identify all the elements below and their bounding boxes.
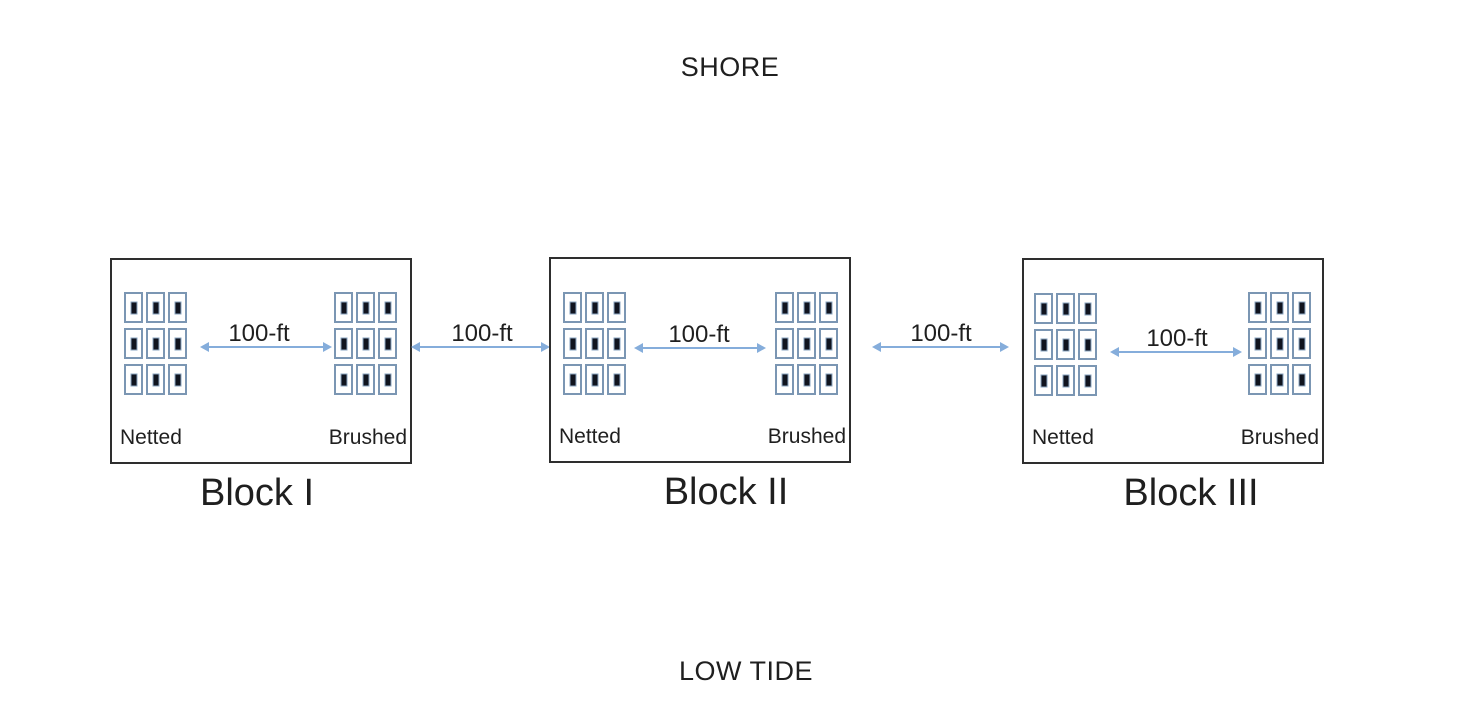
cage-cell bbox=[1248, 364, 1267, 395]
cage-cell bbox=[797, 364, 816, 395]
cage-cell bbox=[168, 328, 187, 359]
cage-cell bbox=[1270, 328, 1289, 359]
low-tide-label: LOW TIDE bbox=[678, 656, 814, 686]
cage-cell bbox=[1034, 365, 1053, 396]
cage-cell bbox=[607, 328, 626, 359]
cage-cell bbox=[563, 328, 582, 359]
cage-cell bbox=[1270, 364, 1289, 395]
block-3-netted-cage-grid bbox=[1034, 293, 1097, 396]
cage-cell bbox=[797, 328, 816, 359]
between-blocks-2-3-distance-label: 100-ft bbox=[910, 320, 972, 347]
cage-cell bbox=[356, 364, 375, 395]
cage-cell bbox=[563, 292, 582, 323]
block-2-brushed-label: Brushed bbox=[767, 425, 846, 448]
cage-cell bbox=[334, 364, 353, 395]
cage-cell bbox=[797, 292, 816, 323]
cage-cell bbox=[1292, 328, 1311, 359]
cage-cell bbox=[334, 292, 353, 323]
cage-cell bbox=[1034, 293, 1053, 324]
cage-cell bbox=[775, 292, 794, 323]
block-3: 100-ft Netted Brushed Block III bbox=[1022, 258, 1324, 515]
block-2-netted-label: Netted bbox=[559, 425, 621, 448]
block-3-brushed-cage-grid bbox=[1248, 292, 1311, 395]
cage-cell bbox=[124, 328, 143, 359]
block-3-distance-label: 100-ft bbox=[1146, 325, 1208, 352]
block-1: 100-ft Netted Brushed Block I bbox=[110, 258, 412, 515]
block-3-distance-arrow bbox=[1110, 347, 1242, 357]
block-2-distance-label: 100-ft bbox=[668, 321, 730, 348]
cage-cell bbox=[1248, 328, 1267, 359]
cage-cell bbox=[563, 364, 582, 395]
block-2-box: 100-ft Netted Brushed bbox=[549, 257, 851, 463]
block-1-title: Block I bbox=[199, 472, 315, 514]
block-1-distance-label: 100-ft bbox=[228, 320, 290, 347]
cage-cell bbox=[1056, 365, 1075, 396]
cage-cell bbox=[1078, 365, 1097, 396]
cage-cell bbox=[1056, 329, 1075, 360]
cage-cell bbox=[356, 292, 375, 323]
cage-cell bbox=[1078, 293, 1097, 324]
cage-cell bbox=[585, 364, 604, 395]
block-1-box: 100-ft Netted Brushed bbox=[110, 258, 412, 464]
cage-cell bbox=[378, 364, 397, 395]
cage-cell bbox=[168, 292, 187, 323]
cage-cell bbox=[819, 292, 838, 323]
cage-cell bbox=[585, 292, 604, 323]
cage-cell bbox=[1270, 292, 1289, 323]
cage-cell bbox=[819, 328, 838, 359]
cage-cell bbox=[1034, 329, 1053, 360]
block-3-netted-label: Netted bbox=[1032, 426, 1094, 449]
cage-cell bbox=[168, 364, 187, 395]
block-1-brushed-cage-grid bbox=[334, 292, 397, 395]
cage-cell bbox=[124, 292, 143, 323]
cage-cell bbox=[1248, 292, 1267, 323]
cage-cell bbox=[146, 364, 165, 395]
cage-cell bbox=[356, 328, 375, 359]
cage-cell bbox=[378, 292, 397, 323]
cage-cell bbox=[819, 364, 838, 395]
cage-cell bbox=[146, 292, 165, 323]
block-1-distance-arrow bbox=[200, 342, 332, 352]
shore-label: SHORE bbox=[680, 52, 780, 82]
cage-cell bbox=[378, 328, 397, 359]
cage-cell bbox=[607, 364, 626, 395]
between-blocks-2-3-arrow bbox=[872, 342, 1009, 352]
cage-cell bbox=[585, 328, 604, 359]
block-3-title: Block III bbox=[1123, 472, 1259, 514]
cage-cell bbox=[334, 328, 353, 359]
cage-cell bbox=[1078, 329, 1097, 360]
block-1-netted-cage-grid bbox=[124, 292, 187, 395]
block-2-netted-cage-grid bbox=[563, 292, 626, 395]
cage-cell bbox=[775, 364, 794, 395]
cage-cell bbox=[146, 328, 165, 359]
between-blocks-1-2-arrow bbox=[411, 342, 550, 352]
block-2-brushed-cage-grid bbox=[775, 292, 838, 395]
block-3-box: 100-ft Netted Brushed bbox=[1022, 258, 1324, 464]
cage-cell bbox=[775, 328, 794, 359]
cage-cell bbox=[1292, 364, 1311, 395]
cage-cell bbox=[1056, 293, 1075, 324]
block-2: 100-ft Netted Brushed Block II bbox=[549, 257, 851, 514]
block-2-title: Block II bbox=[663, 471, 789, 513]
block-1-brushed-label: Brushed bbox=[328, 426, 407, 449]
cage-cell bbox=[124, 364, 143, 395]
cage-cell bbox=[1292, 292, 1311, 323]
between-blocks-1-2-distance-label: 100-ft bbox=[451, 320, 513, 347]
block-2-distance-arrow bbox=[634, 343, 766, 353]
block-1-netted-label: Netted bbox=[120, 426, 182, 449]
cage-cell bbox=[607, 292, 626, 323]
block-3-brushed-label: Brushed bbox=[1240, 426, 1319, 449]
